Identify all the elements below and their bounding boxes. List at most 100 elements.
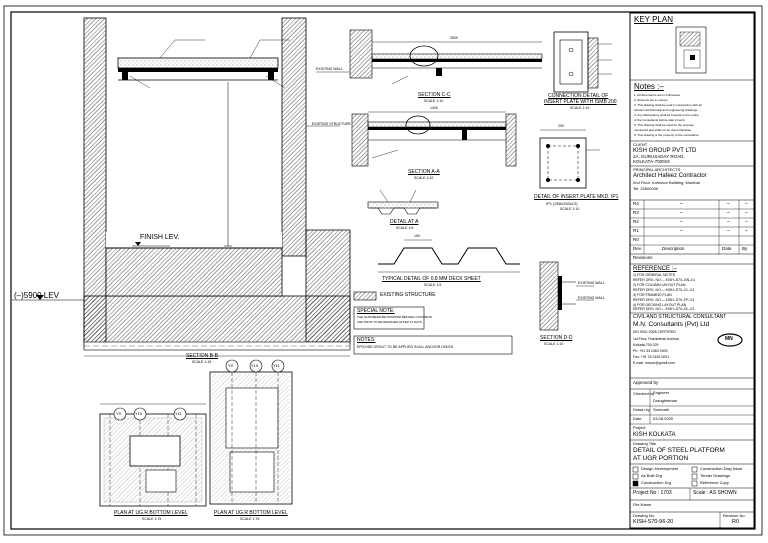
rev-header-description: Description	[662, 246, 685, 251]
titleblock-frame	[629, 12, 755, 529]
consultant-address-6: E-mail: mncon@gmail.com	[633, 361, 675, 365]
revision-label: Revision No.	[723, 513, 746, 518]
approved-label: Approved by	[633, 380, 659, 385]
rev-row-r1: R1	[633, 228, 639, 233]
plan-1-title: PLAN AT UG.R BOTTOM LEVEL	[114, 510, 188, 516]
client-name: KISH GROUP PVT LTD	[633, 148, 697, 154]
rev-dash-date-3: –	[727, 219, 730, 225]
architect-label: PRINCIPAL ARCHITECTS	[633, 167, 681, 172]
note-line-1: 1. All dimensions are in millimetres.	[634, 93, 681, 97]
section-cc-view	[316, 29, 543, 85]
key-plan-thumbnail	[675, 26, 707, 74]
reference-line-5: 3) FOR FRAMING PLAN	[633, 293, 672, 297]
rev-dash-by-1: –	[745, 201, 748, 207]
reference-line-4: REFER DRG. NO.:– KISH–S70–CL–01	[633, 288, 695, 292]
date-value: 03.08.2020	[653, 416, 674, 421]
consultant-address-3: Kolkata-700 029	[633, 343, 659, 347]
consultant-address-4: Ph: +91 33 2463 0000	[633, 349, 668, 353]
reference-title: REFERENCE :–	[633, 266, 677, 272]
dim-label-4: 200	[558, 124, 564, 128]
rev-dash-date-1: –	[727, 201, 730, 207]
section-dd-title: SECTION D-D	[540, 335, 573, 341]
note-line-4: relevant architectural and engineering d…	[634, 108, 698, 112]
project-number: Project No : 1703	[633, 490, 672, 496]
reference-line-7: 4) FOR DECKING LAYOUT PLAN	[633, 303, 687, 307]
checked-value: Engineer	[653, 390, 670, 395]
consultant-logo	[717, 333, 743, 347]
drawn-label: Drawn by	[633, 407, 650, 412]
drawing-number: KISH-S70-96-20	[633, 519, 674, 525]
project-label: Project	[633, 425, 646, 430]
section-aa-scale: SCALE 1:10	[414, 176, 434, 180]
scale-label: Scale : AS SHOWN	[693, 490, 737, 496]
note-line-3: 3. This drawing shall be read in conjunc…	[634, 103, 702, 107]
section-aa-view	[351, 111, 517, 167]
grid-label-3: Y11	[175, 411, 182, 416]
section-aa-title: SECTION A-A	[408, 169, 440, 175]
insert-plate-title: DETAIL OF INSERT PLATE MKD. IP1	[534, 194, 619, 200]
notes-box	[353, 335, 513, 355]
date-label: Date	[633, 416, 642, 421]
rev-row-r3: R3	[633, 210, 639, 215]
plan-1-scale: SCALE 1:75	[142, 517, 162, 521]
section-bb-view	[12, 17, 351, 357]
plan-2-scale: SCALE 1:75	[240, 517, 260, 521]
client-address-1: 2A, GURUSADAY ROAD,	[633, 154, 685, 159]
section-bb-scale: SCALE 1:15	[192, 360, 212, 364]
consultant-address-2: 1st Floor, Rashbehari Avenue,	[633, 337, 680, 341]
note-line-5: 4. Any discrepancy shall be brought to t…	[634, 113, 699, 117]
plan-1-view	[99, 403, 207, 507]
existing-wall-3-label: EXISTING WALL	[578, 296, 605, 300]
special-note-line-2: AND PROP TO BE REMOVED AFTER 14 DAYS	[357, 320, 422, 324]
connection-detail-view	[553, 31, 612, 93]
file-name-label: File Name	[633, 502, 652, 507]
grid-label-1: Y9	[116, 411, 121, 416]
plan-1-grid-bubbles	[113, 407, 187, 421]
connection-title: CONNECTION DETAIL OF	[548, 93, 609, 99]
client-address-2: KOLKATA-700019	[633, 159, 670, 164]
section-cc-title: SECTION C-C	[418, 92, 451, 98]
note-line-2: 2. All levels are in metres.	[634, 98, 669, 102]
section-cc-scale: SCALE 1:10	[424, 99, 444, 103]
detail-a-title: DETAIL AT A	[390, 219, 419, 225]
rev-dash-date-4: –	[727, 228, 730, 234]
sheet-inner-border	[10, 11, 756, 530]
reference-line-1: 1) FOR GENERAL NOTES	[633, 273, 676, 277]
rev-dash-by-2: –	[745, 210, 748, 216]
grid-label-2: Y10	[135, 411, 143, 416]
status-construction-drg: Construction Drg	[641, 480, 672, 485]
notes-line-1: EPOXIDE GROUT TO BE APPLIED IN ALL ANCHO…	[357, 345, 454, 349]
detail-a-view	[367, 189, 439, 215]
note-line-7: 5. This drawing shall be used for the pu…	[634, 123, 694, 127]
connection-scale: SCALE 1:10	[570, 106, 590, 110]
section-dd-scale: SCALE 1:10	[544, 342, 564, 346]
grid-label-4: Y9	[228, 363, 233, 368]
key-plan-title: KEY PLAN	[634, 15, 673, 24]
drawing-title-line-2: AT UGR PORTION	[633, 455, 689, 462]
plan-2-title: PLAN AT UG.R BOTTOM LEVEL	[214, 510, 288, 516]
dim-label-2: 1400	[430, 106, 438, 110]
plan-2-grid-bubbles	[225, 359, 285, 373]
insert-plate-view	[539, 129, 600, 189]
rev-row-r4: R4	[633, 201, 639, 206]
notes-title: NOTES:	[357, 337, 376, 343]
deck-sheet-title: TYPICAL DETAIL OF 0.8 MM DECK SHEET	[382, 276, 481, 282]
checked2-value: Draughtsman	[653, 398, 678, 403]
rev-dash-desc-3: –	[680, 219, 683, 225]
client-label: CLIENT	[633, 142, 648, 147]
consultant-logo-text: MN	[725, 336, 733, 342]
reference-line-6: REFER DRG. NO.:– KISH–S70–FP–01	[633, 298, 695, 302]
dim-label-3: 150	[414, 234, 420, 238]
finish-level-label: FINISH LEV.	[140, 234, 180, 241]
architect-name: Architect Hafeez Contractor	[633, 173, 707, 179]
existing-wall-label: EXISTING WALL	[316, 67, 343, 71]
grid-label-6: Y11	[273, 363, 280, 368]
architect-address: 2nd Floor, Kohinoor Building, Mumbai	[633, 180, 700, 185]
section-bb-title: SECTION B-B	[186, 353, 218, 359]
notes-block-title: Notes :–	[634, 82, 664, 91]
deck-sheet-view	[378, 239, 520, 273]
sheet-outer-border	[3, 5, 763, 536]
rev-row-r0: R0	[633, 237, 639, 242]
dim-label-1: 2500	[450, 36, 458, 40]
